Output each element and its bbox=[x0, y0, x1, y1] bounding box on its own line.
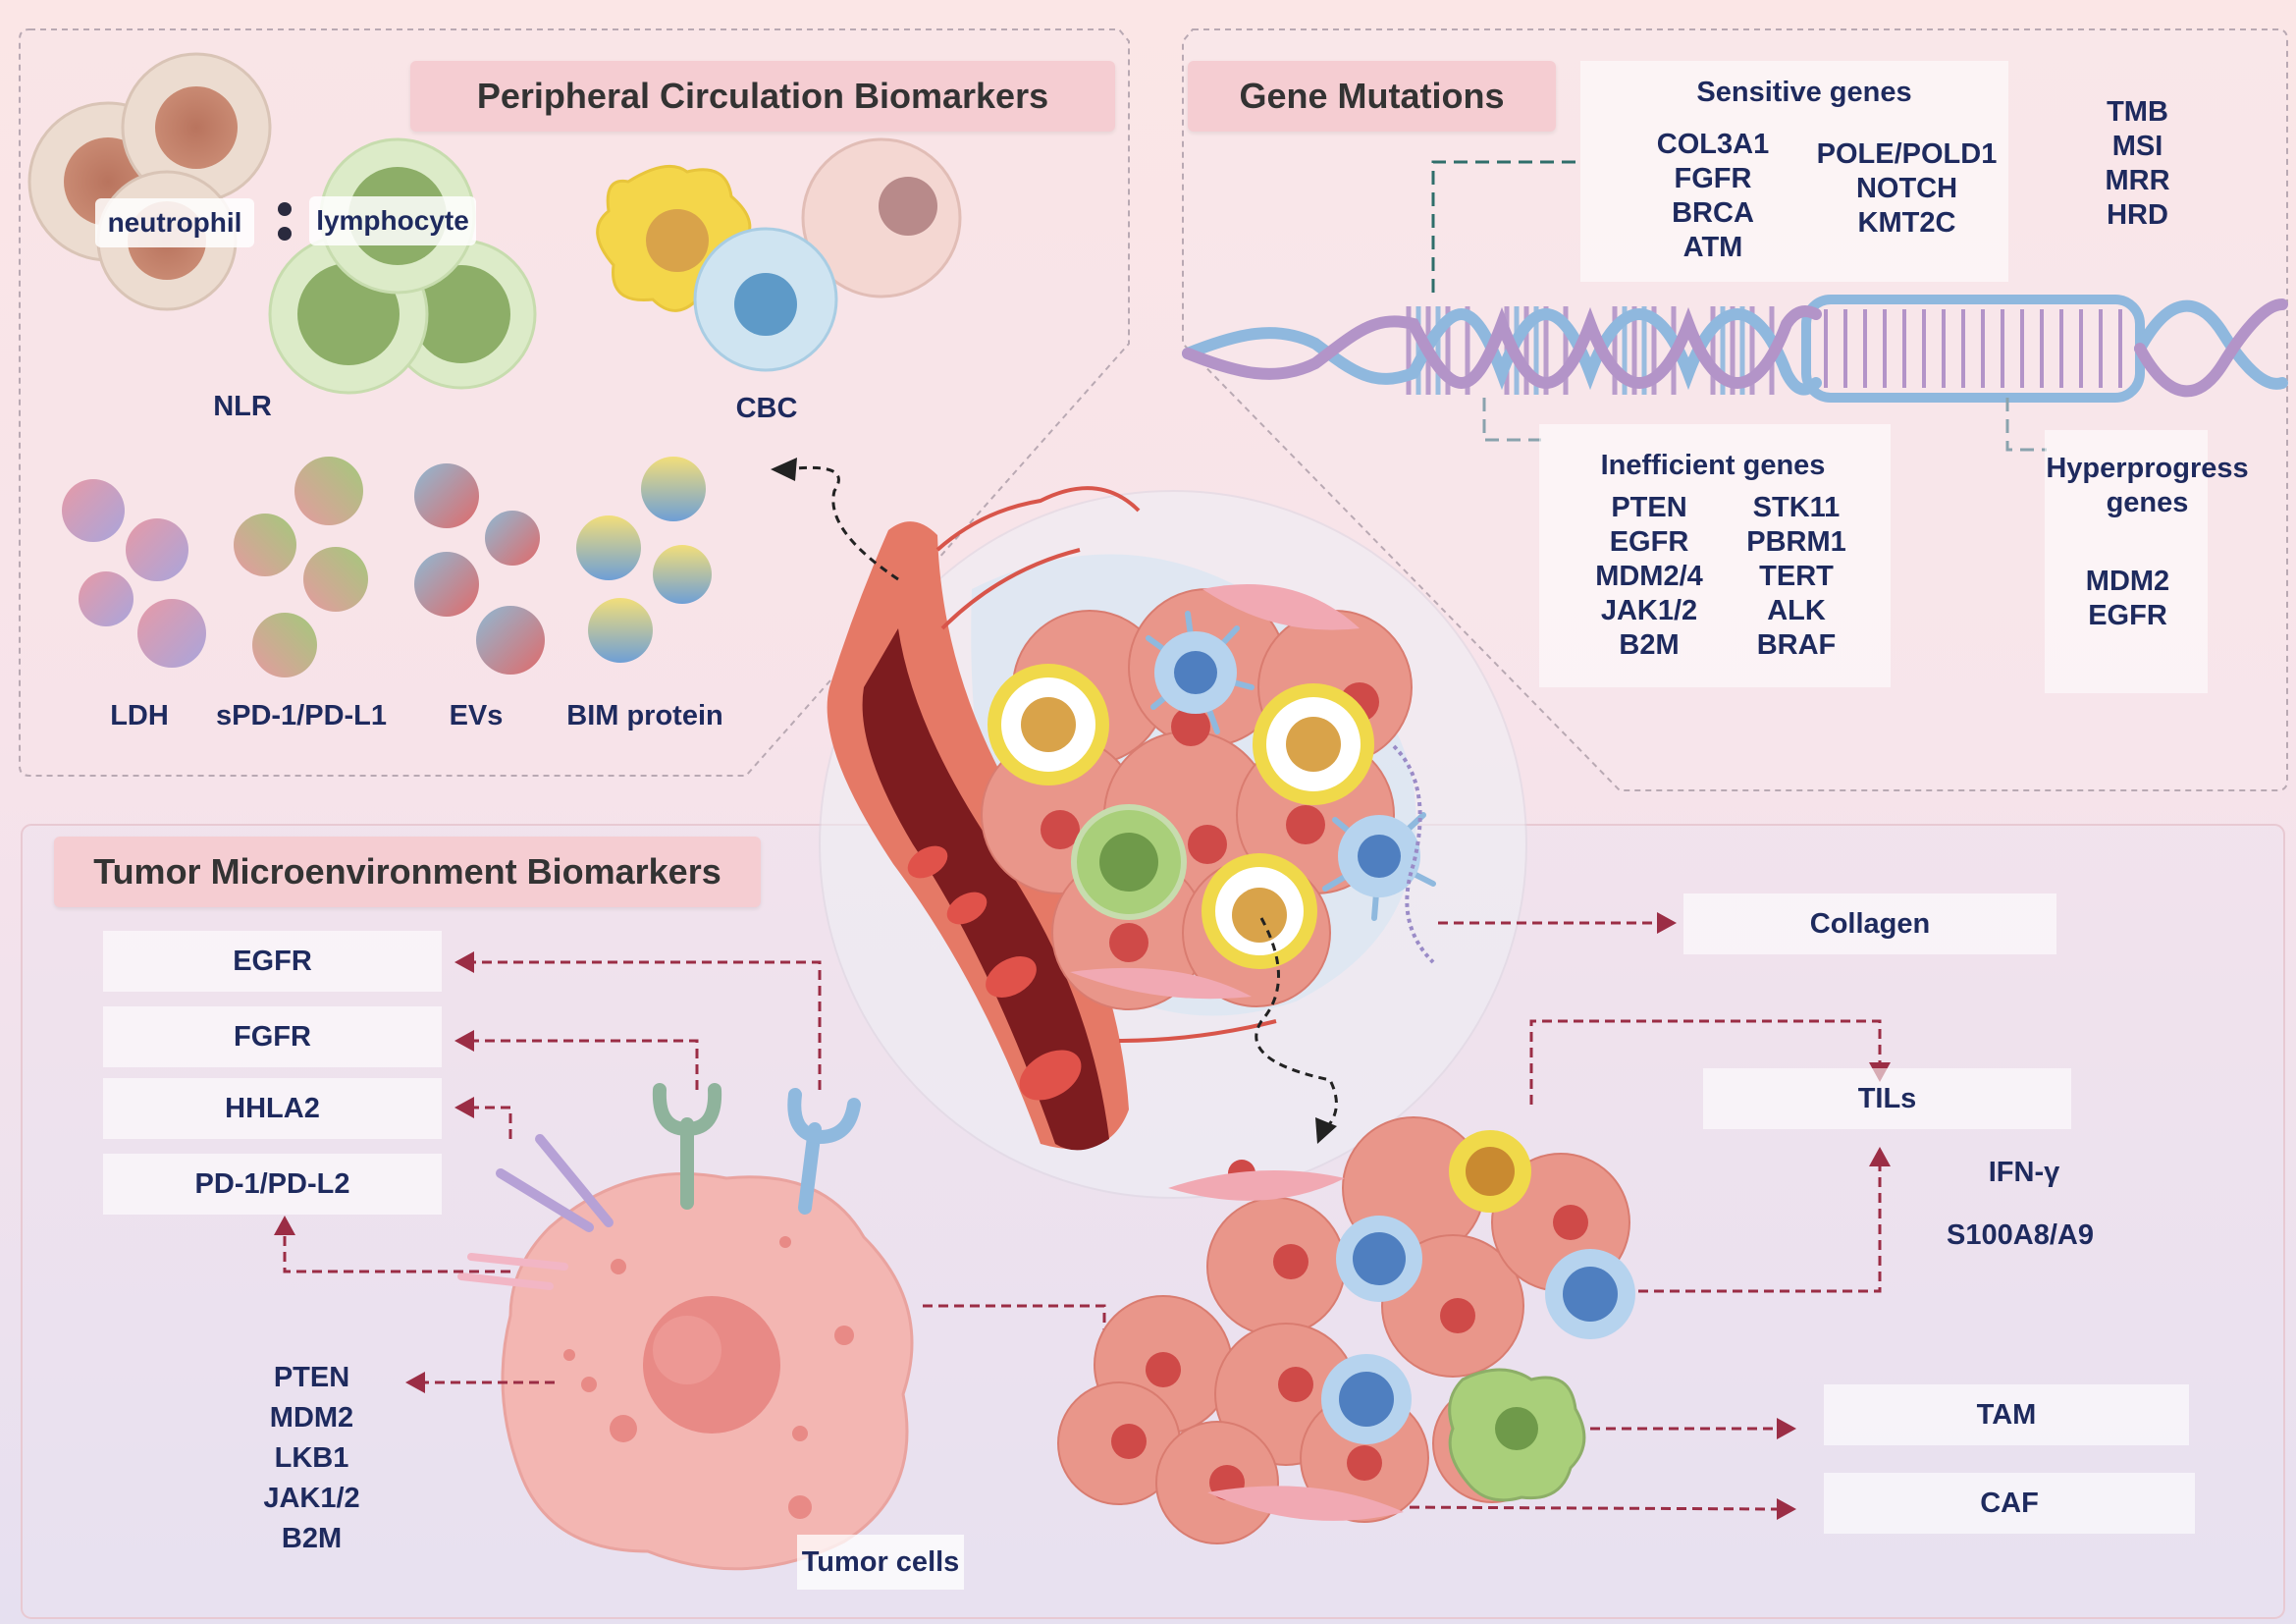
spd1-label: sPD-1/PD-L1 bbox=[215, 700, 388, 731]
evs-particles-icon bbox=[414, 463, 545, 675]
gene-item: PTEN bbox=[1611, 492, 1687, 523]
marker-item: HRD bbox=[2107, 199, 2168, 231]
ratio-colon-dot-bottom bbox=[278, 227, 292, 241]
cbc-cells-icon bbox=[596, 137, 962, 372]
ldh-particles-icon bbox=[62, 479, 206, 668]
hyperprogress-title: Hyperprogress genes bbox=[2032, 452, 2263, 520]
gene-item: FGFR bbox=[1674, 163, 1752, 194]
gene-title: Gene Mutations bbox=[1188, 61, 1556, 132]
tils-box: TILs bbox=[1703, 1068, 2071, 1129]
gene-item: EGFR bbox=[2088, 600, 2167, 631]
tumor-cell-icon bbox=[501, 1172, 914, 1571]
sensitive-genes-box bbox=[1580, 61, 2008, 282]
sensitive-genes-col2: POLE/POLD1 NOTCH KMT2C bbox=[1811, 137, 2002, 241]
hyperprogress-title-line1: Hyperprogress bbox=[2046, 453, 2249, 484]
gene-item: COL3A1 bbox=[1656, 129, 1770, 160]
cbc-label: CBC bbox=[735, 393, 798, 424]
gene-item: POLE/POLD1 bbox=[1816, 138, 1998, 170]
gene-item: KMT2C bbox=[1857, 207, 1956, 239]
fibroblast-icon bbox=[1202, 584, 1360, 630]
bim-particles-icon bbox=[576, 457, 712, 663]
gene-item: STK11 bbox=[1752, 492, 1841, 523]
gene-item: MDM2 bbox=[2085, 566, 2170, 597]
genomic-markers-list: TMB MSI MRR HRD bbox=[2086, 95, 2189, 233]
lymphocytes-icon bbox=[1321, 1130, 1635, 1444]
s100-label: S100A8/A9 bbox=[1947, 1219, 2094, 1251]
gene-item: MDM2 bbox=[269, 1402, 354, 1434]
gene-item: EGFR bbox=[1609, 526, 1689, 558]
gene-item: ALK bbox=[1767, 595, 1826, 626]
tam-box: TAM bbox=[1824, 1384, 2189, 1445]
receptor-egfr-box: EGFR bbox=[103, 931, 442, 992]
lymphocyte-label: lymphocyte bbox=[309, 196, 476, 245]
immune-cells-icon bbox=[988, 611, 1436, 969]
receptor-hhla2-box: HHLA2 bbox=[103, 1078, 442, 1139]
inefficient-genes-title: Inefficient genes bbox=[1600, 450, 1826, 481]
sensitive-genes-col1: COL3A1 FGFR BRCA ATM bbox=[1629, 128, 1796, 265]
neutrophil-label: neutrophil bbox=[95, 198, 254, 247]
gene-item: ATM bbox=[1682, 232, 1743, 263]
receptor-icons bbox=[457, 1083, 861, 1290]
ldh-label: LDH bbox=[110, 700, 169, 731]
nlr-label: NLR bbox=[213, 391, 272, 422]
gene-item: JAK1/2 bbox=[1600, 595, 1698, 626]
gene-item: NOTCH bbox=[1855, 173, 1958, 204]
inefficient-genes-box bbox=[1539, 424, 1891, 687]
collagen-fiber-icon bbox=[1392, 744, 1435, 964]
tme-title: Tumor Microenvironment Biomarkers bbox=[54, 837, 761, 907]
marker-item: MRR bbox=[2105, 165, 2170, 196]
ratio-colon-dot-top bbox=[278, 202, 292, 216]
marker-item: TMB bbox=[2107, 96, 2168, 128]
ifn-gamma-label: IFN-γ bbox=[1988, 1157, 2060, 1188]
receptor-pd1-box: PD-1/PD-L2 bbox=[103, 1154, 442, 1215]
caf-box: CAF bbox=[1824, 1473, 2195, 1534]
gene-item: BRCA bbox=[1672, 197, 1754, 229]
hyperprogress-genes-box bbox=[2045, 430, 2208, 693]
gene-item: TERT bbox=[1759, 561, 1834, 592]
evs-label: EVs bbox=[449, 700, 504, 731]
peripheral-title: Peripheral Circulation Biomarkers bbox=[410, 61, 1115, 132]
hyperprogress-title-line2: genes bbox=[2106, 487, 2189, 518]
gene-item: JAK1/2 bbox=[263, 1483, 360, 1514]
gene-item: B2M bbox=[281, 1523, 343, 1554]
sensitive-genes-title: Sensitive genes bbox=[1696, 77, 1912, 108]
gene-item: LKB1 bbox=[274, 1442, 349, 1474]
gene-item: MDM2/4 bbox=[1595, 561, 1703, 592]
spd1-particles-icon bbox=[234, 457, 368, 677]
gene-item: PTEN bbox=[273, 1362, 350, 1393]
collagen-box: Collagen bbox=[1683, 893, 2056, 954]
tumor-genes-list: PTEN MDM2 LKB1 JAK1/2 B2M bbox=[245, 1358, 378, 1559]
gene-item: B2M bbox=[1619, 629, 1680, 661]
hyperprogress-genes-list: MDM2 EGFR bbox=[2061, 565, 2194, 633]
bim-label: BIM protein bbox=[566, 700, 723, 731]
macrophage-icon bbox=[1448, 1368, 1586, 1502]
receptor-fgfr-box: FGFR bbox=[103, 1006, 442, 1067]
inefficient-genes-col2: STK11 PBRM1 TERT ALK BRAF bbox=[1733, 491, 1860, 663]
blood-vessel-icon bbox=[827, 521, 1129, 1151]
gene-item: BRAF bbox=[1756, 629, 1837, 661]
gene-item: PBRM1 bbox=[1746, 526, 1846, 558]
marker-item: MSI bbox=[2111, 131, 2163, 162]
tumor-cells-label: Tumor cells bbox=[797, 1535, 964, 1590]
inefficient-genes-col1: PTEN EGFR MDM2/4 JAK1/2 B2M bbox=[1580, 491, 1718, 663]
